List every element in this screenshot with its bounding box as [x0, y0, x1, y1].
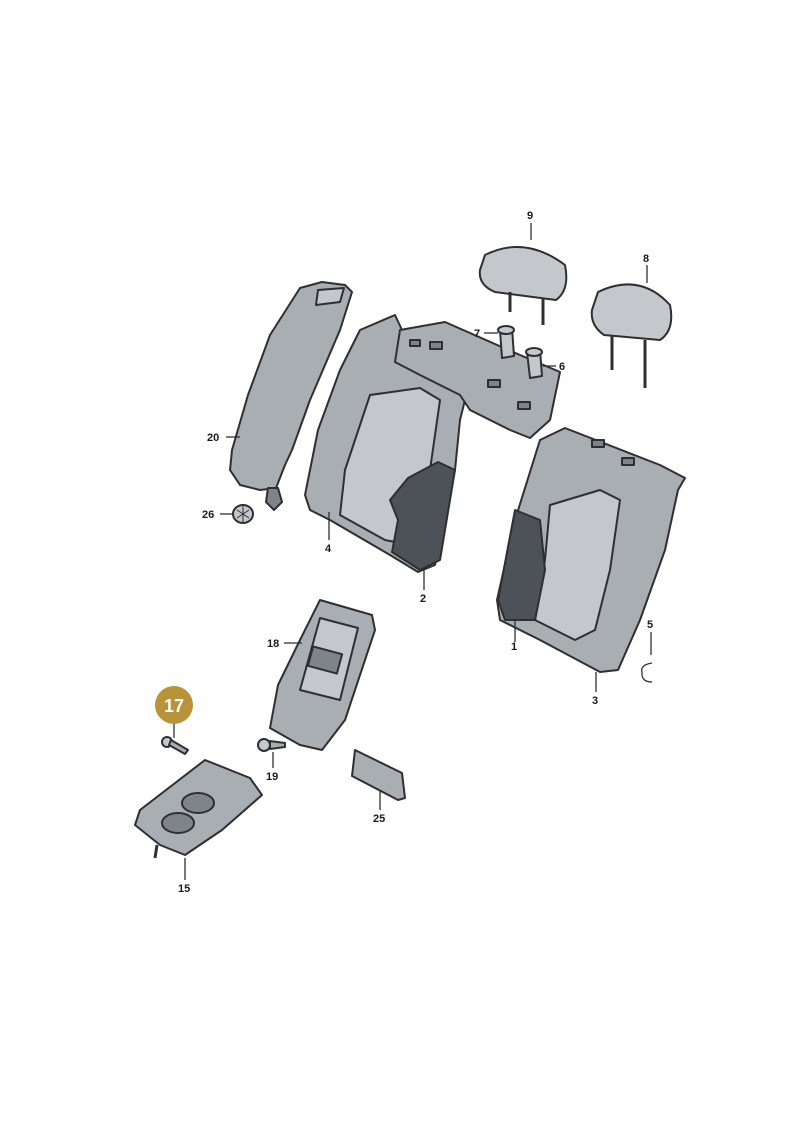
highlight-badge-17[interactable]: 17: [155, 686, 193, 724]
callout-label-7: 7: [474, 328, 480, 340]
highlight-badge-circle: [155, 686, 193, 724]
part-17-screw[interactable]: [161, 736, 189, 755]
highlight-badge-label: 17: [164, 696, 184, 716]
callout-label-25: 20: [207, 432, 219, 444]
callout-label-15: 15: [178, 883, 190, 895]
callout-label-5: 5: [647, 619, 653, 631]
callout-label-3: 3: [592, 695, 598, 707]
callout-label-4: 4: [325, 543, 332, 555]
callout-label-6: 6: [559, 361, 565, 373]
callout-label-26: 26: [202, 509, 214, 521]
callout-label-18: 18: [267, 638, 279, 650]
part-25-side-bolster[interactable]: [229, 281, 353, 511]
part-20-cover[interactable]: [351, 749, 406, 801]
part-9-headrest[interactable]: [478, 246, 568, 325]
callout-label-20: 25: [373, 813, 385, 825]
part-8-headrest[interactable]: [590, 283, 673, 388]
part-7-guide-sleeve[interactable]: [497, 325, 515, 359]
part-15-cup-holder[interactable]: [134, 759, 263, 859]
callout-label-8: 8: [643, 253, 649, 265]
part-3-right-backrest[interactable]: [496, 427, 686, 673]
part-6-guide-sleeve[interactable]: [525, 347, 543, 379]
part-26-clip[interactable]: [232, 504, 254, 524]
callout-label-9: 9: [527, 210, 533, 222]
part-5-clip[interactable]: [641, 662, 653, 683]
callout-label-1: 1: [511, 641, 517, 653]
callout-label-19: 19: [266, 771, 278, 783]
part-19-screw[interactable]: [257, 738, 286, 752]
part-18-armrest-frame[interactable]: [269, 599, 376, 751]
callout-label-2: 2: [420, 593, 426, 605]
